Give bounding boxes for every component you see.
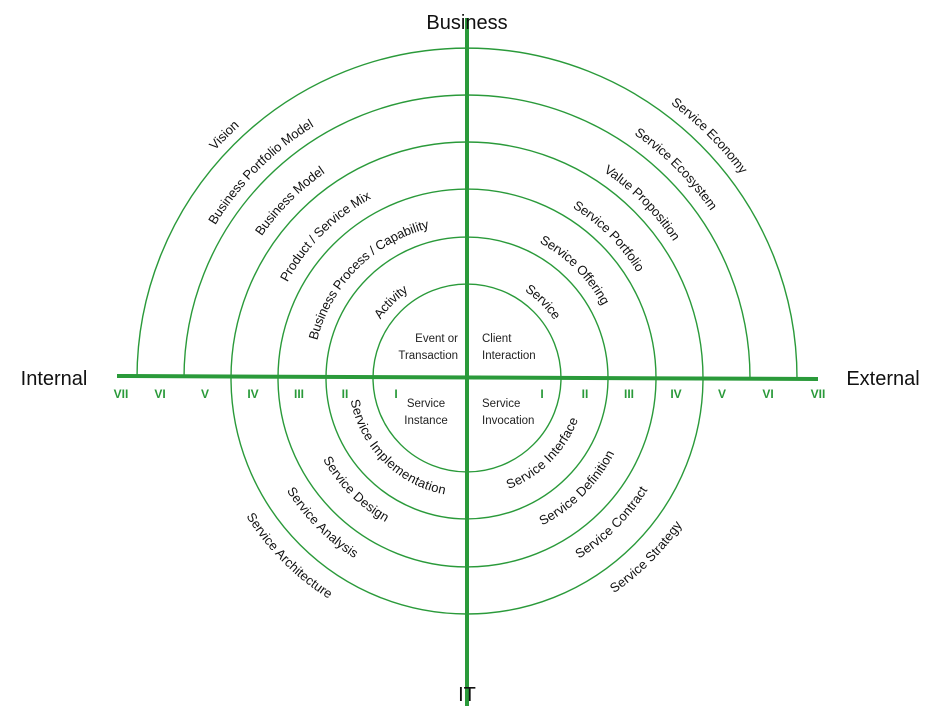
- arc-label-text: Service Implementation: [348, 398, 448, 498]
- axis-label-it: IT: [458, 684, 476, 706]
- center-top-right: Client Interaction: [482, 333, 536, 362]
- center-text-line: Client: [482, 333, 512, 345]
- arc-label-text: Service: [523, 281, 564, 322]
- axis-label-external: External: [846, 368, 919, 390]
- arc-label: Activity: [371, 281, 411, 321]
- arc-label-text: Activity: [371, 281, 411, 321]
- axis-label-business: Business: [426, 12, 507, 34]
- center-top-left: Event or Transaction: [398, 333, 458, 362]
- arc-label: Service: [523, 281, 564, 322]
- center-bottom-right: Service Invocation: [482, 398, 534, 427]
- axis-label-internal: Internal: [21, 368, 88, 390]
- ring-numeral-right: VII: [811, 387, 826, 401]
- center-bottom-left: Service Instance: [404, 398, 447, 427]
- ring-numeral-right: II: [582, 387, 589, 401]
- ring-numeral-left: I: [394, 387, 397, 401]
- ring-numeral-right: V: [718, 387, 726, 401]
- arc-label: Service Implementation: [348, 398, 448, 498]
- ring-numeral-right: I: [540, 387, 543, 401]
- center-text-line: Transaction: [398, 350, 458, 362]
- center-text-line: Service: [407, 398, 445, 410]
- arc-label: Vision: [206, 117, 241, 152]
- ring-numeral-right: III: [624, 387, 634, 401]
- ring-numeral-left: II: [342, 387, 349, 401]
- ring-numeral-right: VI: [762, 387, 773, 401]
- center-text-line: Instance: [404, 415, 447, 427]
- ring-numeral-left: VII: [114, 387, 129, 401]
- center-text-line: Event or: [415, 333, 458, 345]
- ring-numeral-left: IV: [247, 387, 258, 401]
- ring-numeral-right: IV: [670, 387, 681, 401]
- ring-numeral-left: V: [201, 387, 209, 401]
- center-text-line: Interaction: [482, 350, 536, 362]
- center-text-line: Service: [482, 398, 520, 410]
- ring-numeral-left: VI: [154, 387, 165, 401]
- center-text-line: Invocation: [482, 415, 534, 427]
- ring-numeral-left: III: [294, 387, 304, 401]
- arc-label-text: Vision: [206, 117, 241, 152]
